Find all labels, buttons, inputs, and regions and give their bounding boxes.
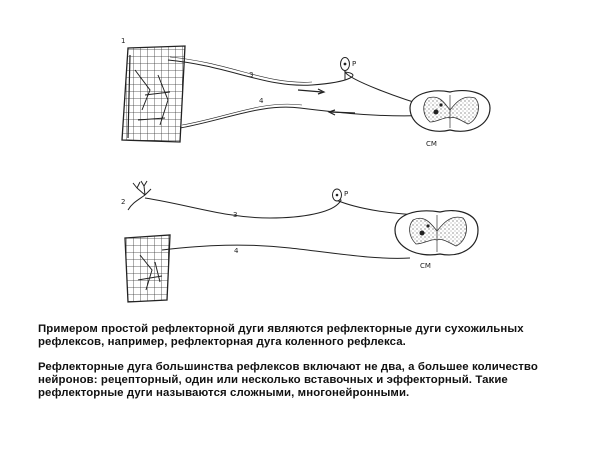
spinal-ganglion-bottom [332, 188, 342, 202]
muscle-block-top [121, 45, 186, 143]
label-efferent-bottom: 4 [234, 247, 239, 255]
paragraph-complex-reflex: Рефлекторные дуга большинства рефлексов … [38, 361, 538, 399]
label-ganglion-top: P [352, 60, 356, 68]
reflex-arc-diagram: 1 3 P 4 СМ [121, 37, 491, 303]
label-afferent-top: 3 [249, 71, 253, 79]
label-efferent-top: 4 [259, 97, 264, 105]
arrow-efferent-top [329, 111, 356, 114]
label-muscle-top: 1 [121, 37, 125, 45]
afferent-fiber-top [167, 59, 431, 108]
label-cord-bottom: СМ [420, 262, 431, 270]
spinal-cord-top [409, 89, 491, 132]
afferent-fiber-bottom [144, 197, 421, 219]
arrow-afferent-top [297, 89, 323, 93]
label-cord-top: СМ [426, 140, 437, 148]
top-reflex-arc: 1 3 P 4 СМ [121, 37, 491, 148]
efferent-fiber-bottom [161, 244, 411, 259]
spinal-ganglion-top [340, 57, 350, 80]
paragraph-simple-reflex: Примером простой рефлекторной дуги являю… [38, 323, 524, 348]
skin-receptor [127, 180, 152, 211]
label-afferent-bottom: 3 [233, 211, 237, 219]
label-ganglion-bottom: P [344, 190, 348, 198]
spinal-cord-bottom [394, 209, 479, 256]
bottom-reflex-arc: 2 3 P 4 СМ [121, 180, 479, 303]
label-receptor: 2 [121, 198, 125, 206]
efferent-fiber-top [179, 106, 436, 129]
muscle-block-bottom [124, 234, 171, 303]
